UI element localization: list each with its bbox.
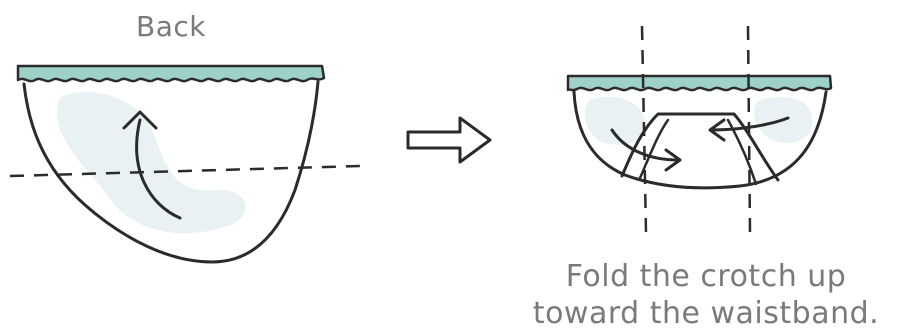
caption-line-2: toward the waistband. [520, 295, 892, 332]
dashed-line-right [748, 26, 750, 232]
caption: Fold the crotch up toward the waistband. [520, 258, 892, 332]
folded-garment [568, 26, 831, 232]
folded-waistband [568, 76, 831, 90]
garment-shading [57, 92, 246, 233]
unfolded-garment [10, 66, 360, 262]
waistband [18, 66, 324, 81]
fold-line [10, 166, 360, 176]
right-arrow-icon [408, 118, 490, 162]
caption-line-1: Fold the crotch up [520, 258, 892, 295]
folded-shading-left [585, 97, 646, 145]
